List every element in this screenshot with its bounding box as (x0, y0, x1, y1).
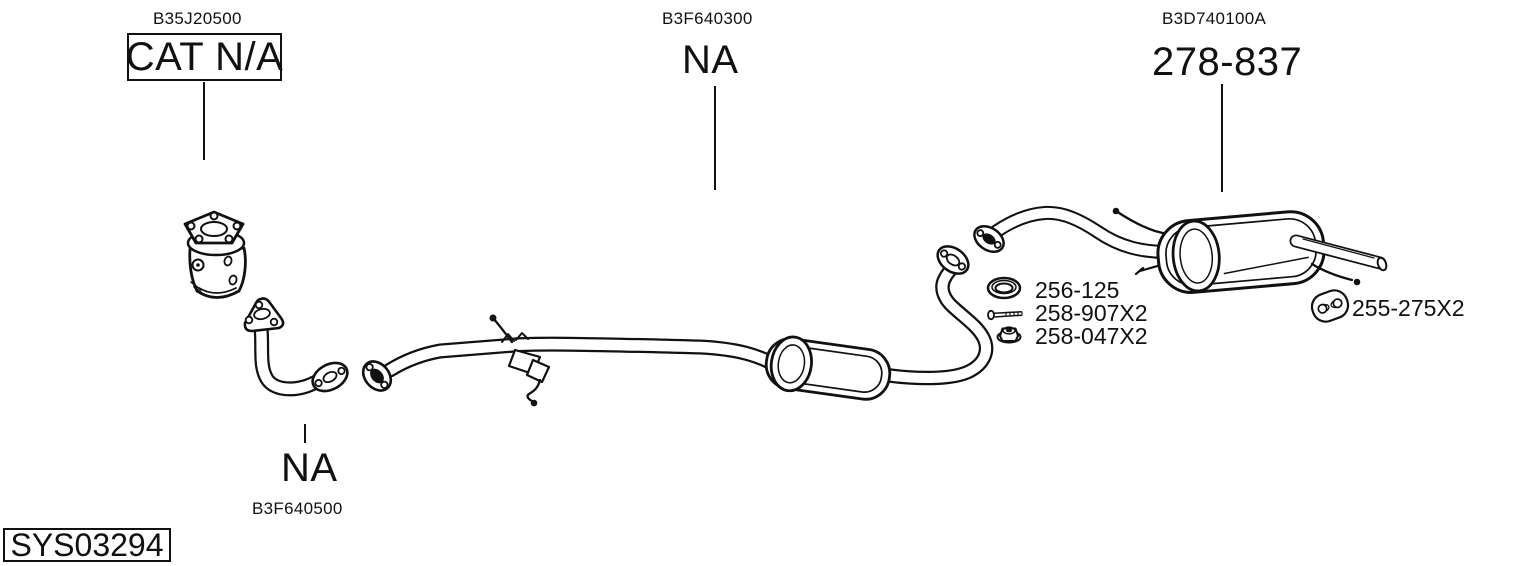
fitting-label-nut: 258-047X2 (1035, 323, 1148, 349)
system-code-badge: SYS03294 (3, 527, 171, 563)
part-label-front-pipe: NA (281, 446, 338, 490)
hanger-rod-rear (1310, 262, 1361, 286)
fitting-label-bolt: 258-907X2 (1035, 300, 1148, 326)
part-label-rear: 278-837 (1152, 40, 1303, 84)
gasket-icon (986, 276, 1022, 300)
bolt-icon (987, 309, 1023, 321)
center-resonator-drawing (764, 335, 892, 401)
leader-lines (203, 82, 1223, 443)
nut-icon (996, 326, 1022, 344)
tailpipe-drawing (1289, 234, 1388, 286)
part-code-cat: B35J20500 (153, 9, 242, 28)
fitting-label-rubber-hanger: 255-275X2 (1352, 295, 1465, 321)
part-code-center: B3F640300 (662, 9, 753, 28)
rear-muffler-drawing (1156, 210, 1326, 294)
center-pipe-drawing (361, 245, 994, 407)
catalytic-converter-drawing (183, 210, 247, 299)
rubber-hanger-icon (1310, 289, 1350, 323)
part-code-rear: B3D740100A (1162, 9, 1267, 28)
fitting-label-gasket: 256-125 (1035, 277, 1120, 303)
front-downpipe-drawing (243, 297, 349, 397)
part-label-center: NA (682, 38, 739, 82)
part-code-front-pipe: B3F640500 (252, 499, 343, 518)
part-label-cat: CAT N/A (126, 33, 283, 81)
